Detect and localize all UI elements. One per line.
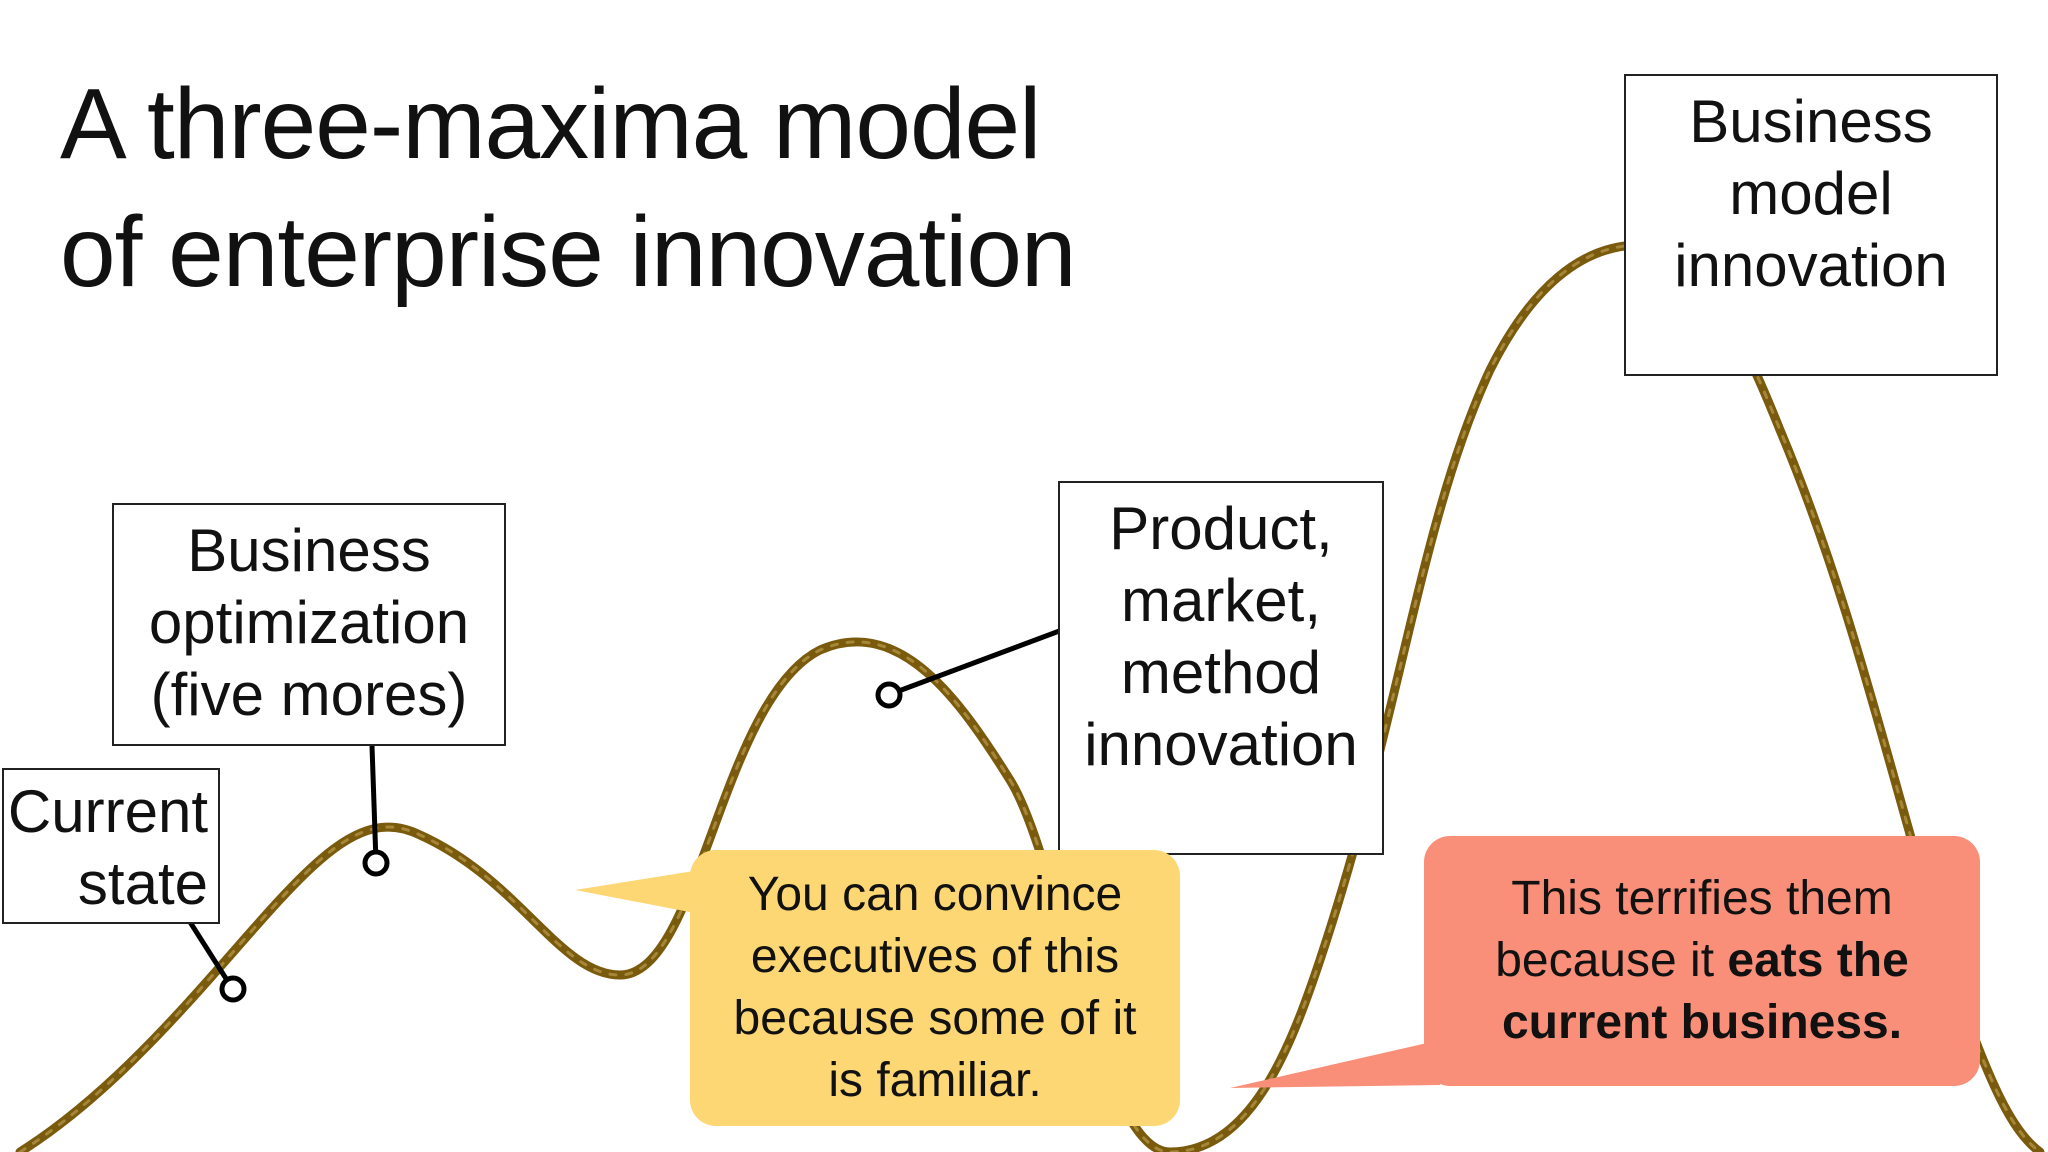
product-innovation-marker (875, 681, 903, 709)
terrifies-callout-line-2: because it eats the (1495, 930, 1909, 992)
slide-title: A three-maxima model of enterprise innov… (60, 60, 1260, 316)
current-state-marker (219, 975, 247, 1003)
familiar-callout: You can convince executives of this beca… (690, 850, 1180, 1126)
terrifies-callout-line-3: current business. (1501, 996, 1903, 1049)
terrifies-callout: This terrifies them because it eats the … (1424, 836, 1980, 1086)
product-label-line-2: market, (1120, 567, 1322, 634)
product-innovation-leader-line (895, 627, 1063, 695)
familiar-callout-line-2: executives of this (750, 930, 1120, 983)
terrifies-callout-line-1: This terrifies them (1511, 872, 1893, 925)
title-line-2: of enterprise innovation (60, 196, 1077, 308)
familiar-callout-line-1: You can convince (747, 868, 1123, 921)
familiar-callout-tail (575, 870, 705, 915)
business-optimization-marker (362, 849, 390, 877)
business-optimization-line-3: (five mores) (150, 661, 468, 728)
familiar-callout-line-3: because some of it (733, 992, 1137, 1045)
business-optimization-line-1: Business (187, 517, 431, 584)
business-model-line-1: Business (1689, 88, 1933, 155)
business-optimization-line-2: optimization (148, 589, 470, 656)
business-model-line-3: innovation (1674, 232, 1948, 299)
product-label-line-3: method (1120, 639, 1322, 706)
current-state-label: Current state (2, 768, 220, 924)
current-state-line-1: Current (7, 778, 208, 845)
terrifies-callout-line-2-bold: eats the (1727, 934, 1909, 987)
product-label-line-1: Product, (1109, 495, 1333, 562)
product-market-method-label: Product, market, method innovation (1058, 481, 1384, 855)
terrifies-callout-line-2-prefix: because it (1495, 934, 1728, 987)
business-model-innovation-label: Business model innovation (1624, 74, 1998, 376)
current-state-line-2: state (77, 850, 208, 917)
terrifies-callout-tail (1230, 1040, 1440, 1088)
current-state-leader-line (187, 920, 235, 990)
fitness-landscape-curve-texture (18, 243, 2042, 1152)
business-model-line-2: model (1729, 160, 1893, 227)
product-label-line-4: innovation (1084, 711, 1358, 778)
business-optimization-label: Business optimization (five mores) (112, 503, 506, 746)
title-line-1: A three-maxima model (60, 68, 1041, 180)
familiar-callout-line-4: is familiar. (828, 1054, 1042, 1107)
business-optimization-leader-line (369, 745, 379, 863)
